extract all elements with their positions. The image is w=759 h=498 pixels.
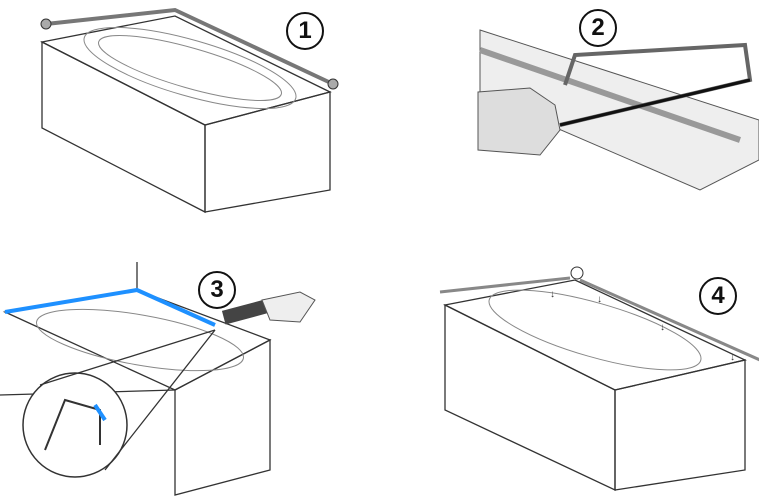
step-number-4: 4 bbox=[699, 277, 737, 315]
panel-1-bathtub bbox=[40, 7, 339, 214]
svg-text:↓: ↓ bbox=[730, 352, 735, 363]
panel-2-cutting bbox=[477, 29, 759, 191]
svg-text:↓: ↓ bbox=[660, 322, 665, 333]
step-number-3: 3 bbox=[198, 271, 236, 309]
svg-text:↓: ↓ bbox=[550, 289, 555, 300]
step-number-1: 1 bbox=[286, 12, 324, 50]
panel-4-placement: ↓ ↓ ↓ ↓ bbox=[439, 266, 759, 492]
panel-3-sealing bbox=[0, 262, 316, 496]
svg-text:↓: ↓ bbox=[597, 294, 602, 305]
step-number-2: 2 bbox=[579, 9, 617, 47]
